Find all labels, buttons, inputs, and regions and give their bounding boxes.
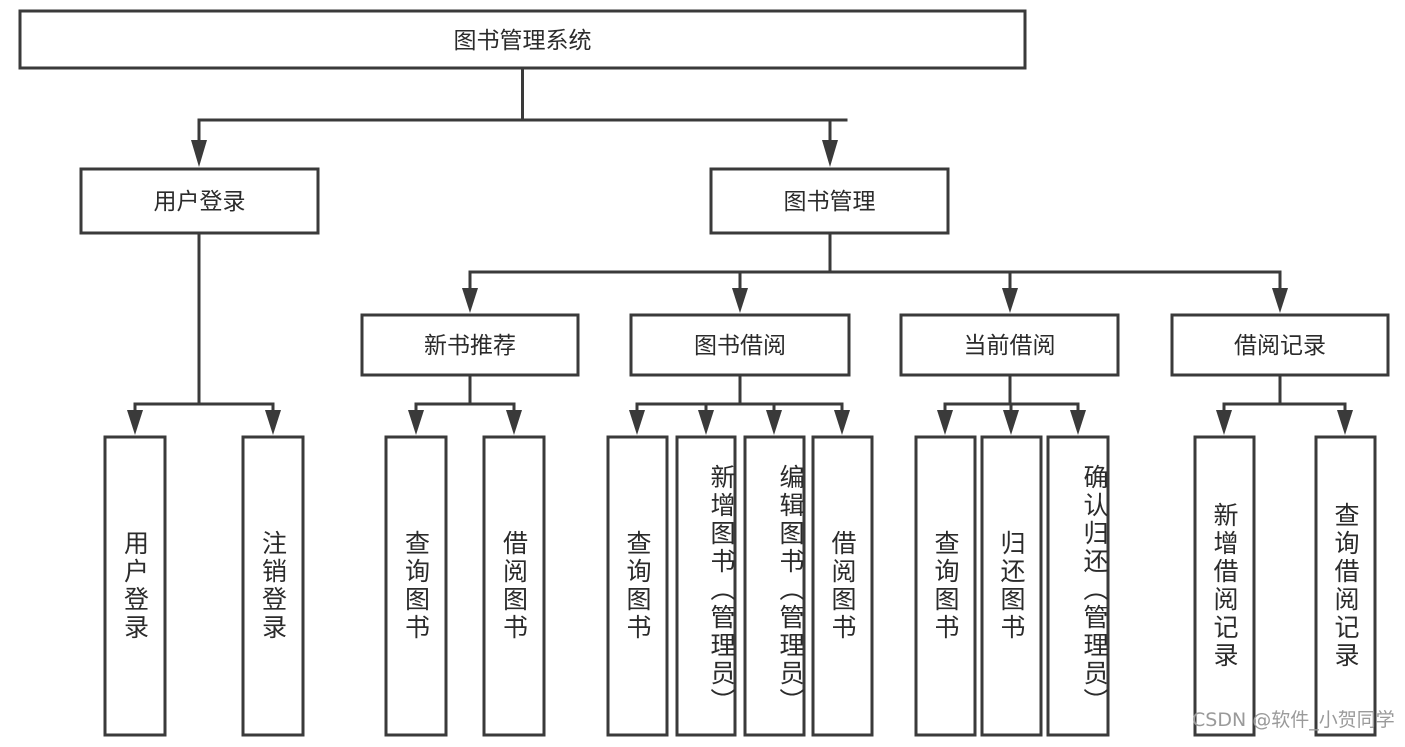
- arrowhead-leaf-query-book-3: [937, 410, 953, 435]
- arrowhead-leaf-query-book-1: [408, 410, 424, 435]
- leaf-box-user-login[interactable]: [103, 435, 167, 737]
- arrowhead-leaf-add-borrow-record: [1216, 410, 1232, 435]
- arrowhead-leaf-confirm-return: [1070, 410, 1086, 435]
- connector-group-user-login-to-leaves: [127, 231, 281, 435]
- leaf-box-confirm-return[interactable]: [1046, 435, 1110, 737]
- leaf-box-query-book-3[interactable]: [914, 435, 977, 737]
- arrowhead-leaf-edit-book: [766, 410, 782, 435]
- arrowhead-current-borrow: [1002, 288, 1018, 313]
- arrowhead-leaf-borrow-book-1: [506, 410, 522, 435]
- connector-group-book-borrow-to-leaves: [629, 373, 850, 435]
- node-user-login-label: 用户登录: [154, 189, 246, 215]
- arrowhead-book-manage: [822, 140, 838, 167]
- arrowhead-borrow-record: [1272, 288, 1288, 313]
- node-new-book-recommend-label: 新书推荐: [424, 333, 516, 359]
- node-current-borrow-box[interactable]: [899, 313, 1120, 377]
- leaf-box-group: [103, 435, 1377, 737]
- node-current-borrow[interactable]: 当前借阅: [899, 313, 1120, 377]
- arrowhead-leaf-borrow-book-2: [834, 410, 850, 435]
- arrowhead-leaf-query-borrow-record: [1337, 410, 1353, 435]
- connector-group-current-borrow-to-leaves: [937, 373, 1086, 435]
- leaf-box-return-book[interactable]: [980, 435, 1043, 737]
- arrowhead-book-borrow: [732, 288, 748, 313]
- node-borrow-record[interactable]: 借阅记录: [1170, 313, 1390, 377]
- connector-group-root-to-level2: [191, 66, 848, 167]
- leaf-box-query-book-2[interactable]: [606, 435, 669, 737]
- node-book-manage-box[interactable]: [709, 167, 950, 235]
- node-book-manage[interactable]: 图书管理: [709, 167, 950, 235]
- node-root-label: 图书管理系统: [454, 28, 592, 54]
- leaf-box-borrow-book-1[interactable]: [482, 435, 546, 737]
- node-user-login-box[interactable]: [79, 167, 320, 235]
- leaf-box-add-borrow-record[interactable]: [1193, 435, 1256, 737]
- connector-group-new-book-recommend-to-leaves: [408, 373, 522, 435]
- arrowhead-leaf-user-login: [127, 410, 143, 435]
- leaf-box-borrow-book-2[interactable]: [811, 435, 874, 737]
- node-new-book-recommend[interactable]: 新书推荐: [360, 313, 580, 377]
- arrowhead-leaf-user-logout: [265, 410, 281, 435]
- node-root-box[interactable]: [18, 9, 1027, 70]
- node-borrow-record-box[interactable]: [1170, 313, 1390, 377]
- node-current-borrow-label: 当前借阅: [964, 333, 1056, 359]
- leaf-box-user-logout[interactable]: [241, 435, 305, 737]
- connector-group-book-manage-to-level3: [462, 231, 1288, 313]
- connector-group-borrow-record-to-leaves: [1216, 373, 1353, 435]
- node-new-book-recommend-box[interactable]: [360, 313, 580, 377]
- leaf-box-add-book[interactable]: [675, 435, 737, 737]
- node-user-login[interactable]: 用户登录: [79, 167, 320, 235]
- csdn-watermark: CSDN @软件_小贺同学: [1192, 709, 1395, 731]
- node-book-borrow-label: 图书借阅: [694, 333, 786, 359]
- node-book-manage-label: 图书管理: [784, 189, 876, 215]
- node-root[interactable]: 图书管理系统: [18, 9, 1027, 70]
- arrowhead-user-login: [191, 140, 207, 167]
- node-borrow-record-label: 借阅记录: [1234, 333, 1326, 359]
- arrowhead-leaf-add-book: [698, 410, 714, 435]
- arrowhead-leaf-return-book: [1003, 410, 1019, 435]
- node-book-borrow-box[interactable]: [629, 313, 851, 377]
- leaf-box-edit-book[interactable]: [743, 435, 806, 737]
- leaf-box-query-borrow-record[interactable]: [1314, 435, 1377, 737]
- arrowhead-new-book-recommend: [462, 288, 478, 313]
- arrowhead-leaf-query-book-2: [629, 410, 645, 435]
- leaf-box-query-book-1[interactable]: [384, 435, 448, 737]
- node-book-borrow[interactable]: 图书借阅: [629, 313, 851, 377]
